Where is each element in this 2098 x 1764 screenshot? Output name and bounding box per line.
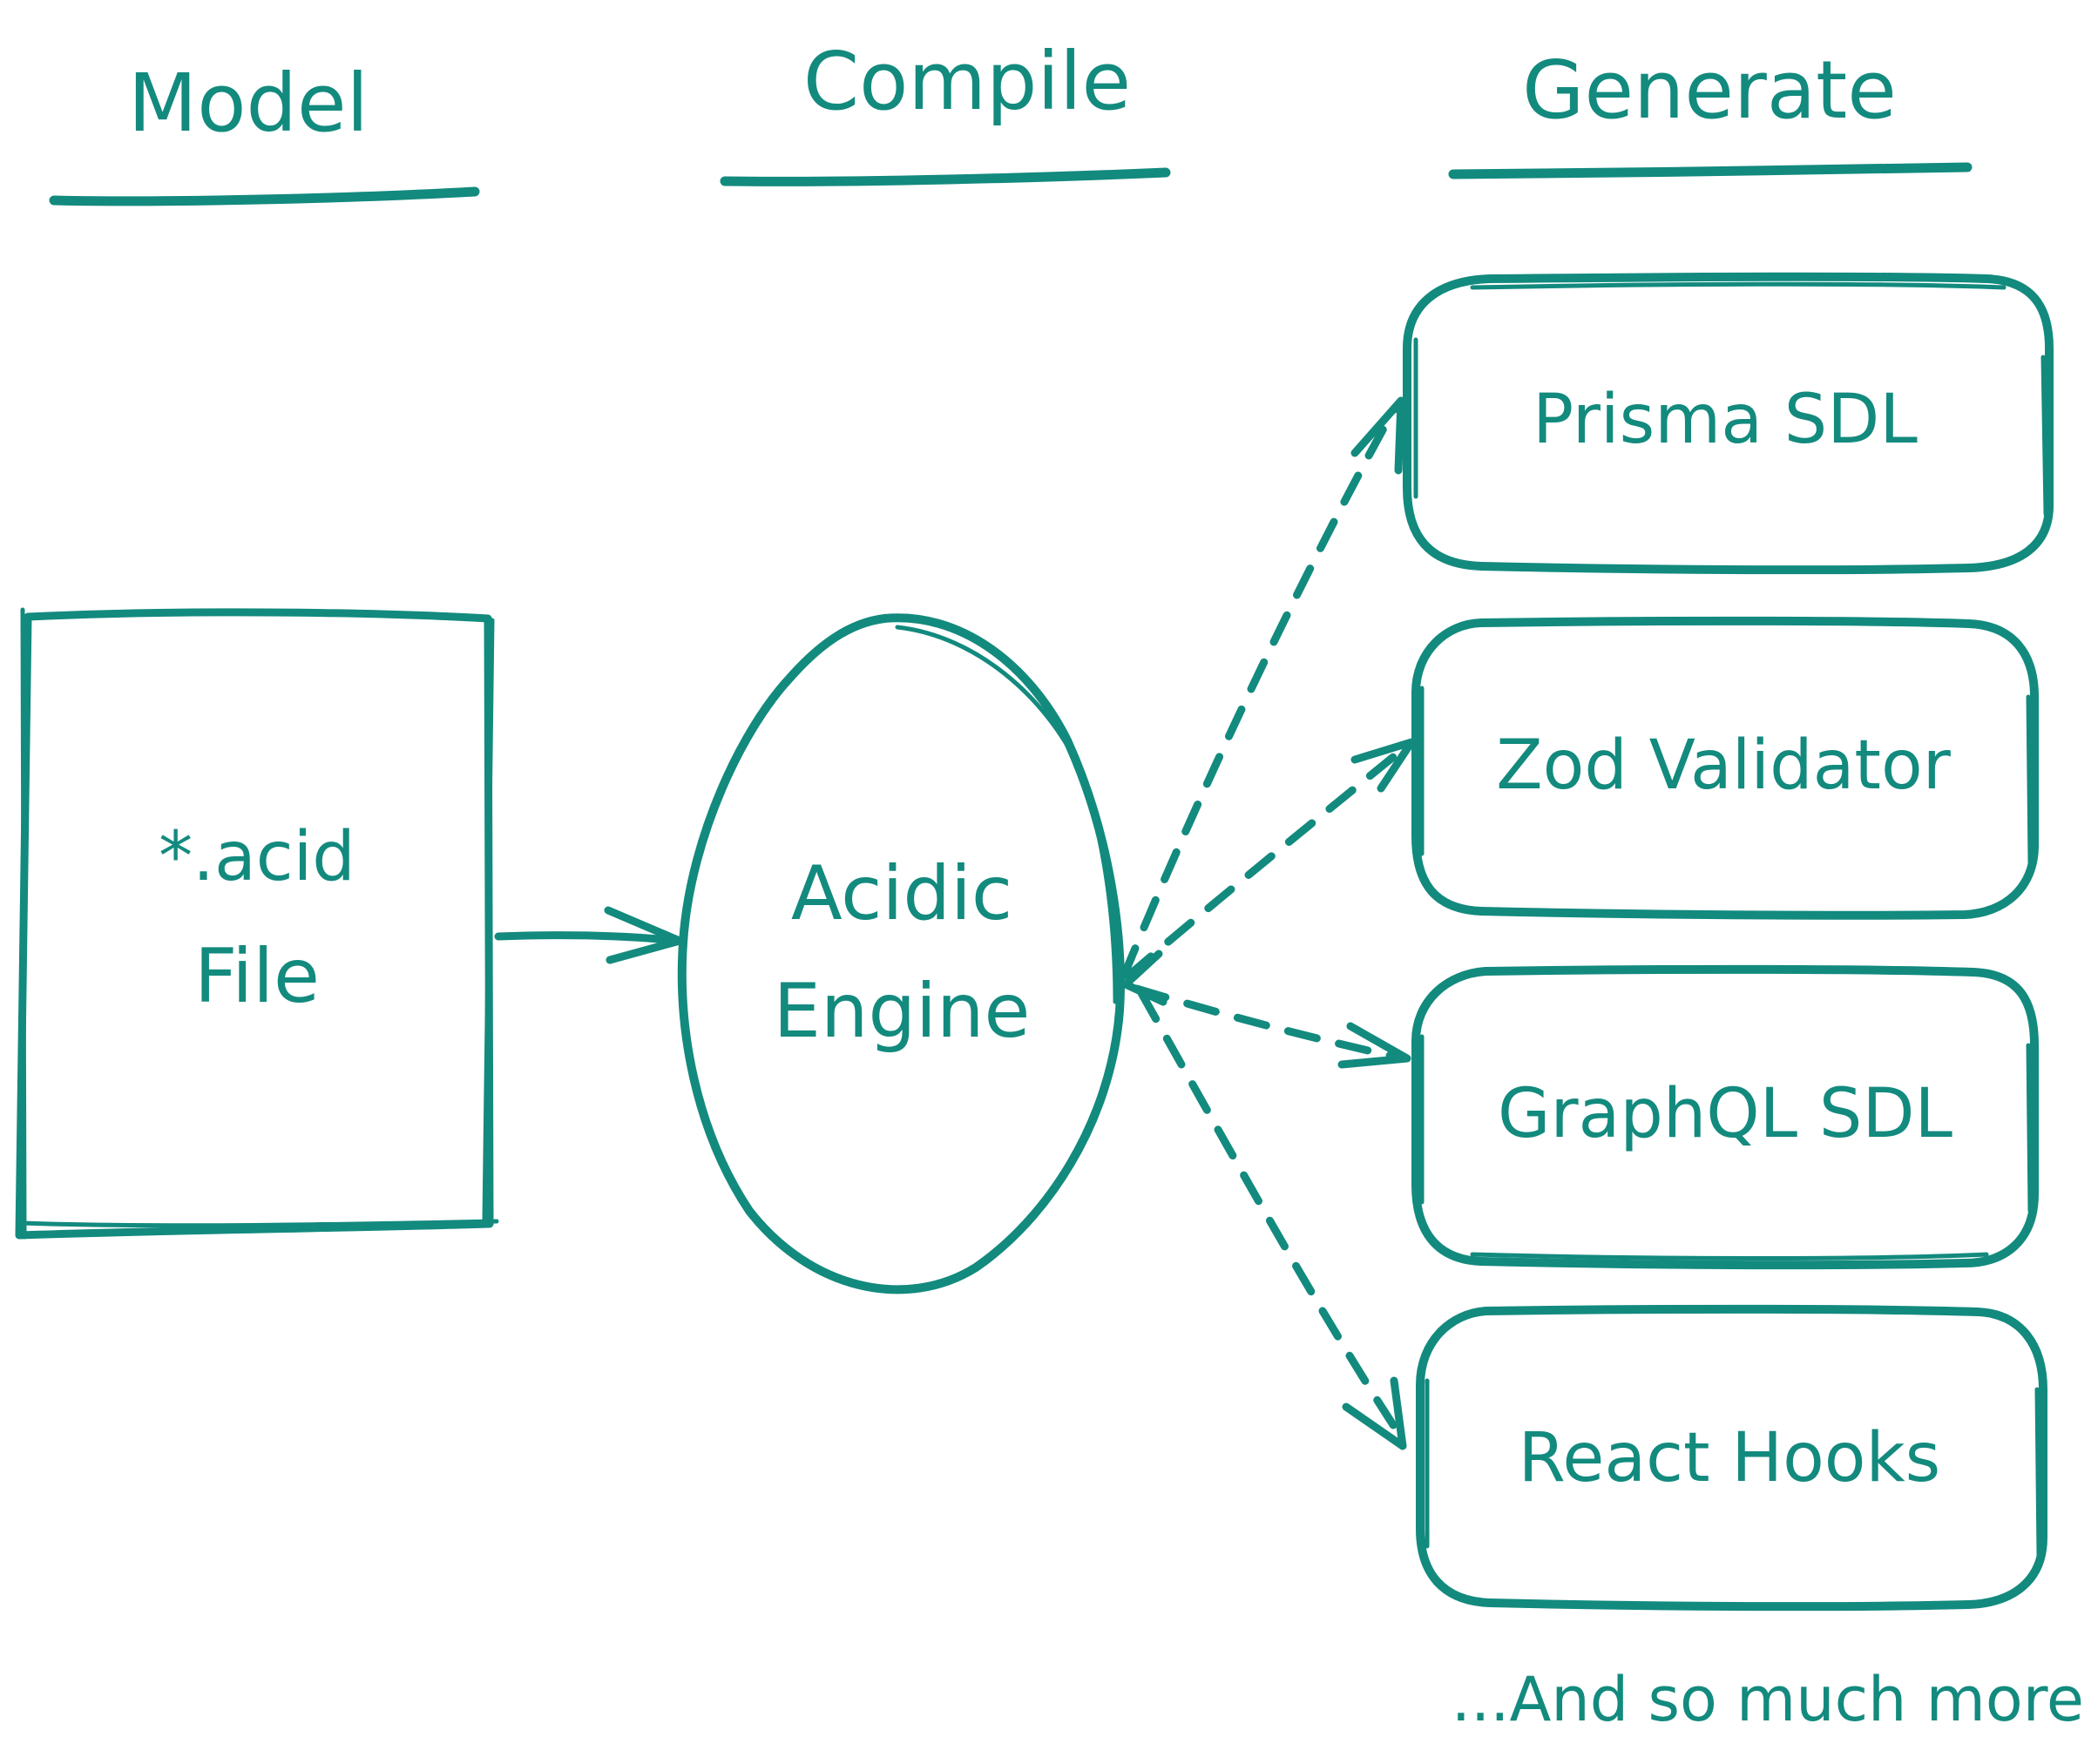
model-underline bbox=[49, 186, 480, 206]
output-label-zod-validator: Zod Validator bbox=[1496, 727, 1952, 805]
arrow-engine-to-prisma bbox=[1120, 396, 1405, 980]
arrow-engine-to-react bbox=[1137, 989, 1407, 1450]
output-label-react-hooks: React Hooks bbox=[1519, 1419, 1941, 1497]
column-title-model: Model bbox=[128, 57, 369, 150]
source-file-label-line1: *.acid bbox=[159, 818, 355, 896]
source-file-label-line2: File bbox=[194, 933, 320, 1020]
column-title-compile: Compile bbox=[803, 35, 1131, 128]
output-box-zod-validator: Zod Validator bbox=[1411, 616, 2039, 920]
output-box-graphql-sdl: GraphQL SDL bbox=[1411, 964, 2039, 1270]
acidic-engine-node: Acidic Engine bbox=[677, 613, 1125, 1294]
output-box-prisma-sdl: Prisma SDL bbox=[1403, 272, 2054, 575]
footer-note: ...And so much more bbox=[1452, 1664, 2084, 1735]
compile-underline bbox=[720, 167, 1171, 186]
engine-label-line1: Acidic bbox=[791, 850, 1012, 937]
output-label-graphql-sdl: GraphQL SDL bbox=[1498, 1075, 1952, 1153]
output-box-react-hooks: React Hooks bbox=[1416, 1304, 2047, 1612]
output-label-prisma-sdl: Prisma SDL bbox=[1533, 381, 1918, 459]
source-file-box: *.acid File bbox=[15, 607, 499, 1240]
engine-arrow-origin bbox=[1121, 950, 1167, 1006]
column-title-generate: Generate bbox=[1522, 44, 1897, 137]
engine-label-line2: Engine bbox=[774, 968, 1031, 1055]
arrow-file-to-engine bbox=[494, 906, 684, 964]
arrow-engine-to-graphql bbox=[1133, 984, 1411, 1069]
generate-underline bbox=[1448, 162, 1973, 179]
